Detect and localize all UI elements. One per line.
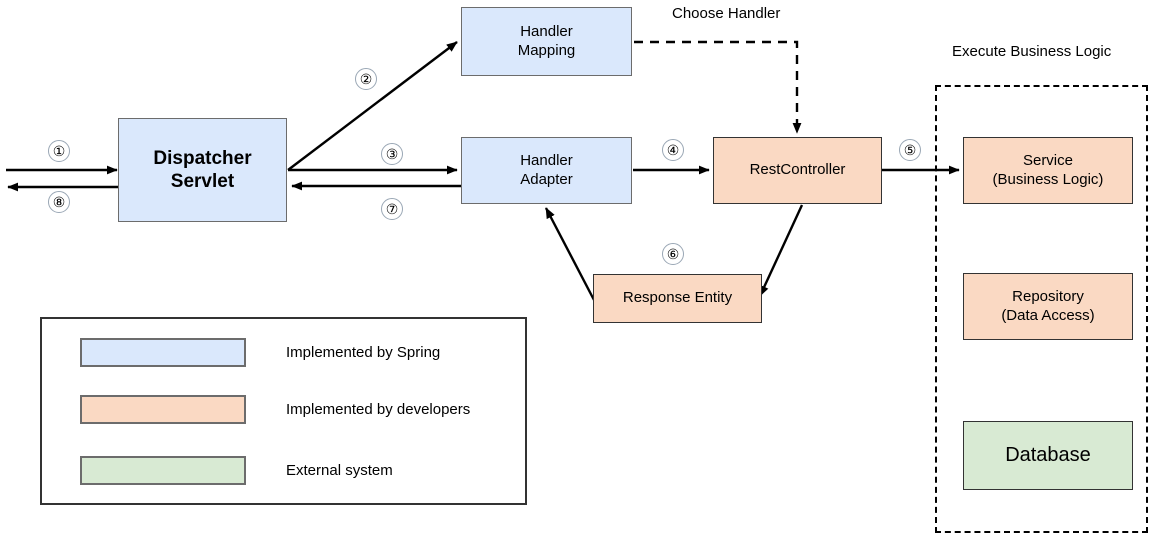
business-logic-group (935, 85, 1148, 533)
legend-item-developers-label: Implemented by developers (286, 401, 471, 418)
repository-node[interactable]: Repository (Data Access) (963, 273, 1133, 340)
rest-controller-node[interactable]: RestController (713, 137, 882, 204)
legend-item-spring-swatch (80, 338, 246, 367)
legend-item-external: External system (80, 456, 393, 485)
database-node[interactable]: Database (963, 421, 1133, 490)
legend-item-external-swatch (80, 456, 246, 485)
step-marker-4: ④ (662, 139, 684, 161)
response-entity-node[interactable]: Response Entity (593, 274, 762, 323)
step-marker-2: ② (355, 68, 377, 90)
step-marker-3: ③ (381, 143, 403, 165)
execute-business-logic-label: Execute Business Logic (952, 43, 1112, 60)
step-marker-7: ⑦ (381, 198, 403, 220)
step-marker-8: ⑧ (48, 191, 70, 213)
handler-adapter-node[interactable]: Handler Adapter (461, 137, 632, 204)
edge-choose-handler (634, 40, 802, 134)
legend-item-developers: Implemented by developers (80, 395, 470, 424)
legend-item-external-label: External system (286, 462, 393, 479)
service-node[interactable]: Service (Business Logic) (963, 137, 1133, 204)
step-marker-5: ⑤ (899, 139, 921, 161)
edge-dispatcher-to-handler-mapping (287, 41, 458, 171)
legend-item-spring: Implemented by Spring (80, 338, 440, 367)
edge-response-entity-to-handler-adapter (544, 207, 596, 301)
choose-handler-label: Choose Handler (672, 5, 781, 22)
dispatcher-servlet-node[interactable]: Dispatcher Servlet (118, 118, 287, 222)
step-marker-6: ⑥ (662, 243, 684, 265)
handler-mapping-node[interactable]: Handler Mapping (461, 7, 632, 76)
legend-item-spring-label: Implemented by Spring (286, 344, 441, 361)
step-marker-1: ① (48, 140, 70, 162)
legend-item-developers-swatch (80, 395, 246, 424)
edge-rest-controller-to-response-entity (758, 204, 804, 297)
